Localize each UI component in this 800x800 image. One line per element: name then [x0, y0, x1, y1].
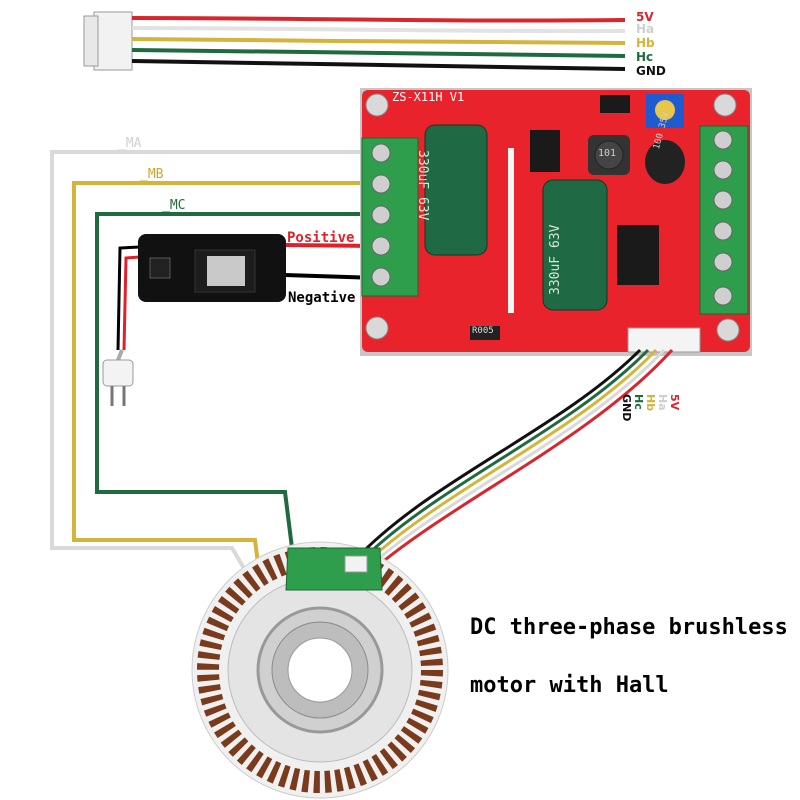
top-label-gnd: GND — [636, 64, 666, 78]
hall-cable-motor — [353, 348, 674, 570]
inductor-label: 101 — [598, 148, 617, 159]
top-label-ha: Ha — [636, 22, 655, 36]
phase-wires — [50, 150, 370, 602]
cap2-label: 330uF 63V — [548, 224, 563, 295]
top-label-hc: Hc — [636, 50, 654, 64]
hall-label-group-gnd: GND — [620, 394, 633, 422]
label-positive: Positive — [287, 230, 355, 246]
ac-plug — [102, 359, 134, 387]
motor-caption-line1: DC three-phase brushless — [470, 615, 788, 640]
top-label-5v: 5V — [636, 10, 654, 24]
jst-connector-top — [93, 11, 133, 71]
label-ma: _MA — [118, 136, 142, 151]
controller-board — [360, 88, 752, 356]
cap1-label: 330uF 63V — [415, 150, 430, 221]
motor-caption-line2: motor with Hall — [470, 673, 669, 698]
resistor-label: R005 — [472, 326, 494, 336]
label-mb: _MB — [140, 167, 164, 182]
power-adapter — [102, 234, 379, 406]
hall-cable-top — [83, 11, 626, 71]
label-mc: _MC — [162, 198, 186, 213]
label-negative: Negative — [288, 290, 356, 306]
top-label-hb: Hb — [636, 36, 655, 50]
capacitor-1 — [424, 124, 488, 256]
capacitor-2 — [542, 179, 608, 311]
bldc-motor — [191, 541, 449, 799]
board-model: ZS-X11H V1 — [392, 90, 465, 104]
